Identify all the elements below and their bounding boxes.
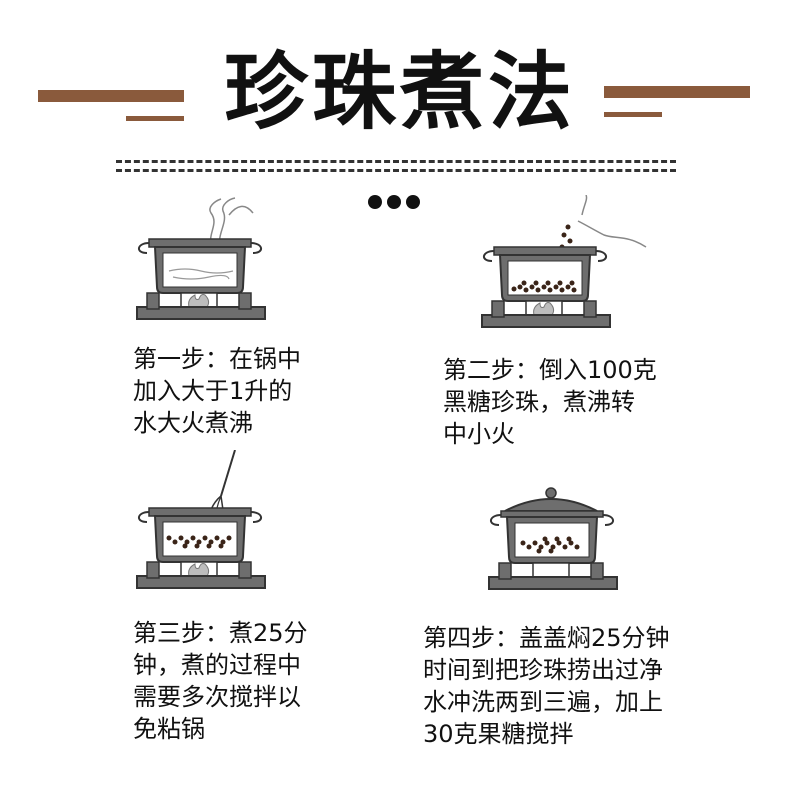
- right-decor-bar-short: [604, 112, 662, 117]
- pot-adding-pearls-icon: [481, 195, 647, 328]
- step-3-text: 第三步：煮25分 钟，煮的过程中 需要多次搅拌以 免粘锅: [133, 619, 308, 743]
- left-decor-bar-long: [38, 90, 184, 102]
- right-decor-bar-long: [604, 86, 750, 98]
- dashed-divider: [116, 160, 676, 172]
- step-1-text: 第一步：在锅中 加入大于1升的 水大火煮沸: [133, 345, 301, 437]
- pot-stirring-icon: [136, 450, 266, 589]
- page-title: 珍珠煮法: [223, 43, 576, 141]
- pot-boiling-water-icon: [136, 197, 266, 320]
- step-4-text: 第四步：盖盖焖25分钟 时间到把珍珠捞出过净 水冲洗两到三遍，加上 30克果糖搅…: [423, 624, 670, 748]
- pot-with-lid-icon: [488, 487, 618, 590]
- ellipsis-dots-icon: [368, 194, 428, 210]
- step-2-text: 第二步：倒入100克 黑糖珍珠，煮沸转 中小火: [443, 356, 657, 448]
- left-decor-bar-short: [126, 116, 184, 121]
